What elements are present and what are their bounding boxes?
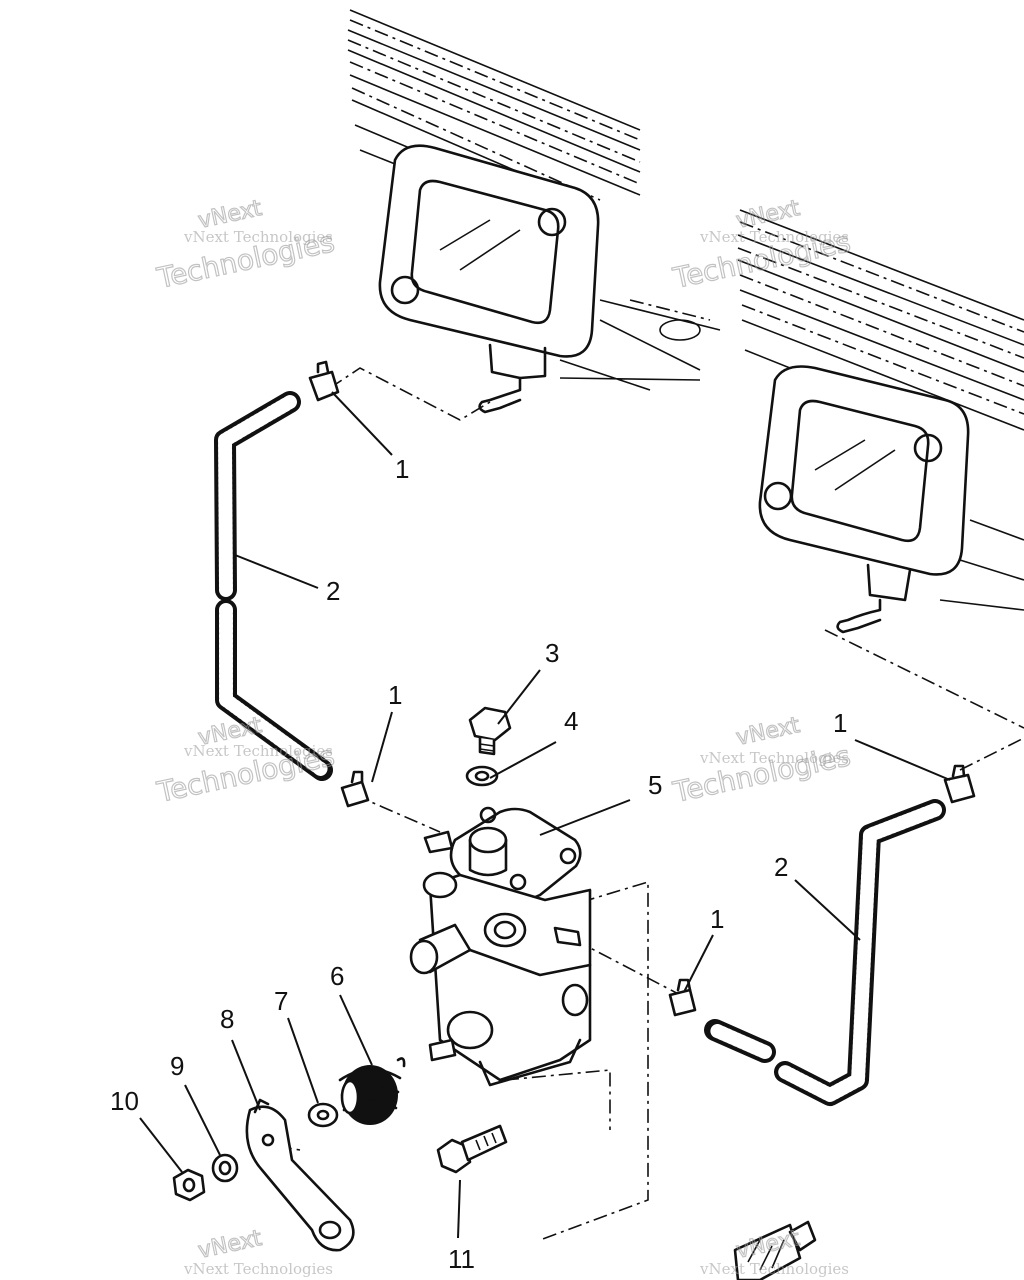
callout-2-left: 2 (326, 576, 340, 606)
callout-labels: 1 2 1 3 4 5 1 2 1 6 7 8 9 10 11 (110, 454, 847, 1274)
partial-part-bottom-right (733, 1220, 817, 1280)
center-lines (269, 367, 1024, 1241)
svg-text:vNext Technologies: vNext Technologies (183, 1260, 333, 1278)
watermark-top-right: vNext vNext Technologies Technologies (669, 195, 854, 295)
hose-left (214, 391, 333, 781)
pump-lever (245, 1098, 355, 1252)
callout-2-right: 2 (774, 852, 788, 882)
banjo-bolt (468, 706, 512, 756)
callout-5: 5 (648, 770, 662, 800)
watermark-mid-left: vNext vNext Technologies Technologies (153, 712, 338, 809)
callout-4: 4 (564, 706, 578, 736)
svg-text:vNext Technologies: vNext Technologies (699, 228, 849, 246)
watermark-top-left: vNext vNext Technologies Technologies (153, 195, 338, 295)
mounting-bolt (436, 1124, 508, 1174)
watermark-bottom-right: vNext vNext Technologies (699, 1225, 849, 1278)
cylinder-block-left (347, 9, 721, 391)
callout-1-upper-left: 1 (395, 454, 409, 484)
callout-9: 9 (170, 1051, 184, 1081)
svg-text:vNext Technologies: vNext Technologies (699, 1260, 849, 1278)
oil-pump (409, 806, 592, 1087)
hose-right (704, 799, 946, 1106)
svg-text:vNext Technologies: vNext Technologies (183, 228, 333, 246)
svg-text:vNext: vNext (196, 1226, 264, 1264)
callout-10: 10 (110, 1086, 139, 1116)
callout-7: 7 (274, 986, 288, 1016)
hose-clamp-left-upper (308, 360, 340, 402)
callout-3: 3 (545, 638, 559, 668)
exhaust-flange-right (758, 365, 970, 634)
cylinder-block-right (737, 209, 1024, 611)
exhaust-flange-left (378, 144, 600, 414)
callout-8: 8 (220, 1004, 234, 1034)
svg-text:vNext Technologies: vNext Technologies (699, 749, 849, 767)
hose-clamp-right-lower (668, 978, 697, 1017)
hex-nut (172, 1168, 206, 1202)
callout-1-mid-left: 1 (388, 680, 402, 710)
watermark-bottom-left: vNext vNext Technologies (183, 1225, 333, 1278)
callout-1-right-upper: 1 (833, 708, 847, 738)
watermark-mid-right: vNext vNext Technologies Technologies (669, 712, 854, 809)
return-spring (338, 1057, 406, 1125)
hose-clamp-left-lower (340, 770, 370, 808)
lock-washer (211, 1153, 239, 1183)
hose-clamp-right-upper (943, 764, 976, 804)
callout-1-right-lower: 1 (710, 904, 724, 934)
callout-11: 11 (448, 1244, 475, 1274)
svg-text:vNext Technologies: vNext Technologies (183, 742, 333, 760)
callout-6: 6 (330, 961, 344, 991)
sealing-washer (465, 765, 499, 787)
leader-lines (139, 391, 951, 1239)
svg-text:vNext: vNext (734, 713, 802, 751)
flat-washer (307, 1102, 339, 1128)
